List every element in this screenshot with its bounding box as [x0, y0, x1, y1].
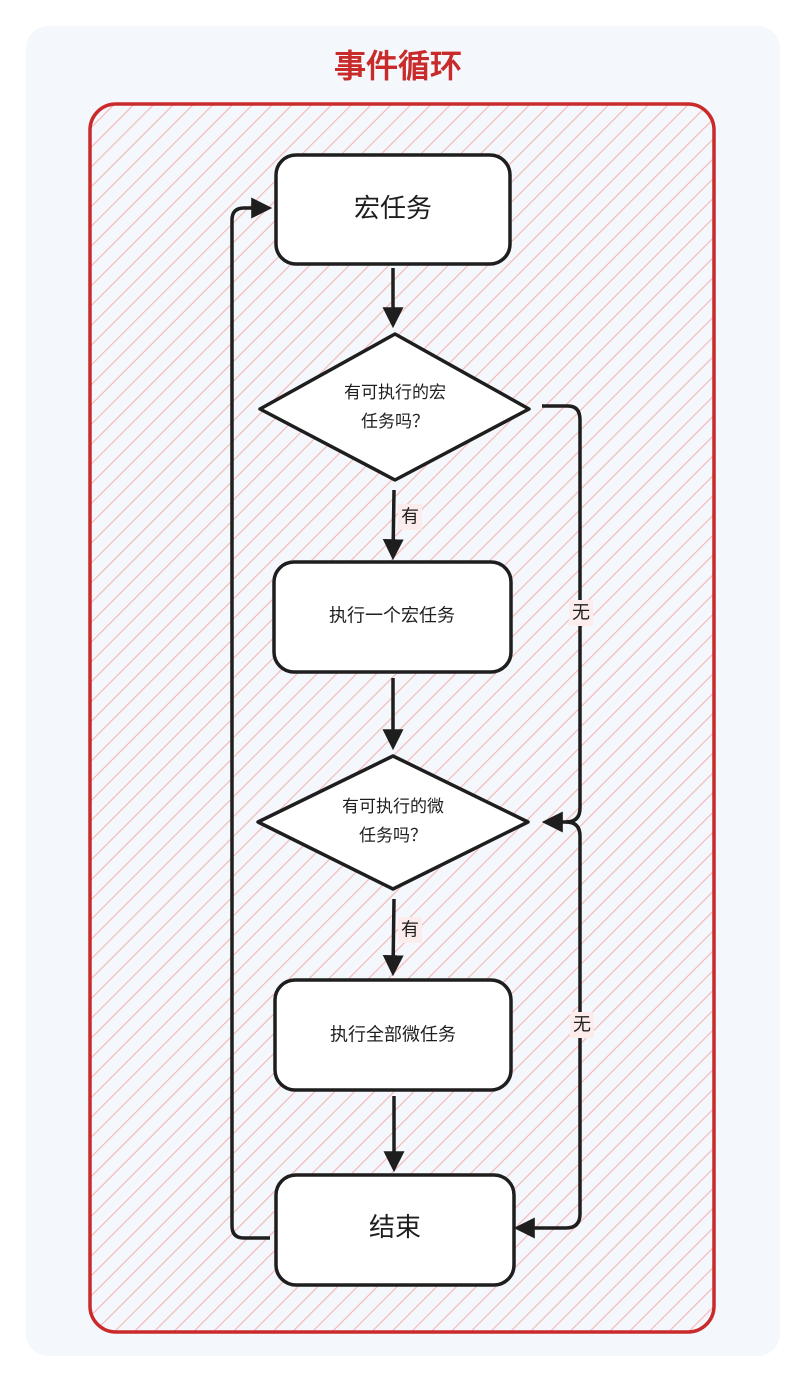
- macro-no-label: 无: [572, 603, 590, 624]
- macro-no-label-bg: [569, 600, 593, 626]
- macro-yes-label-bg: [398, 504, 422, 530]
- has-macro-label-line1: 有可执行的宏: [344, 383, 446, 403]
- macro-task-label: 宏任务: [354, 194, 432, 224]
- micro-no-label: 无: [573, 1015, 591, 1036]
- run-one-macro-label: 执行一个宏任务: [329, 606, 455, 627]
- macro-task-node: [274, 153, 512, 266]
- has-macro-decision: [258, 332, 531, 482]
- arrow-micro-no: [513, 820, 582, 1239]
- micro-no-label-bg: [570, 1012, 594, 1038]
- run-all-micro-node: [273, 978, 513, 1092]
- run-all-micro-label: 执行全部微任务: [330, 1025, 456, 1046]
- macro-yes-label: 有: [401, 507, 419, 528]
- arrow-loop-back: [230, 197, 273, 1240]
- micro-yes-label-bg: [398, 917, 422, 943]
- end-label: 结束: [369, 1213, 421, 1243]
- has-micro-decision: [256, 754, 530, 891]
- diagram-title: 事件循环: [334, 47, 462, 85]
- micro-yes-label: 有: [401, 920, 419, 941]
- has-macro-label-line2: 任务吗？: [361, 412, 429, 432]
- has-micro-label-line2: 任务吗？: [359, 826, 427, 846]
- event-loop-frame: [88, 102, 716, 1334]
- arrow-macro-yes: [382, 489, 404, 561]
- run-one-macro-node: [272, 560, 513, 674]
- has-micro-label-line1: 有可执行的微: [342, 797, 444, 817]
- arrow-micro-yes: [382, 898, 404, 977]
